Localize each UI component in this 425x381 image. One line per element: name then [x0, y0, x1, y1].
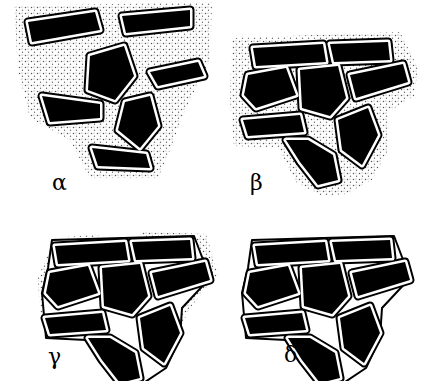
panel-label: β	[250, 172, 263, 194]
panel-label: δ	[284, 344, 297, 366]
panel-beta	[230, 32, 418, 196]
panel-alpha	[14, 2, 212, 178]
panel-label: γ	[48, 346, 61, 368]
panel-label: α	[52, 172, 67, 194]
panel-gamma	[38, 232, 218, 381]
panel-delta	[242, 236, 410, 381]
